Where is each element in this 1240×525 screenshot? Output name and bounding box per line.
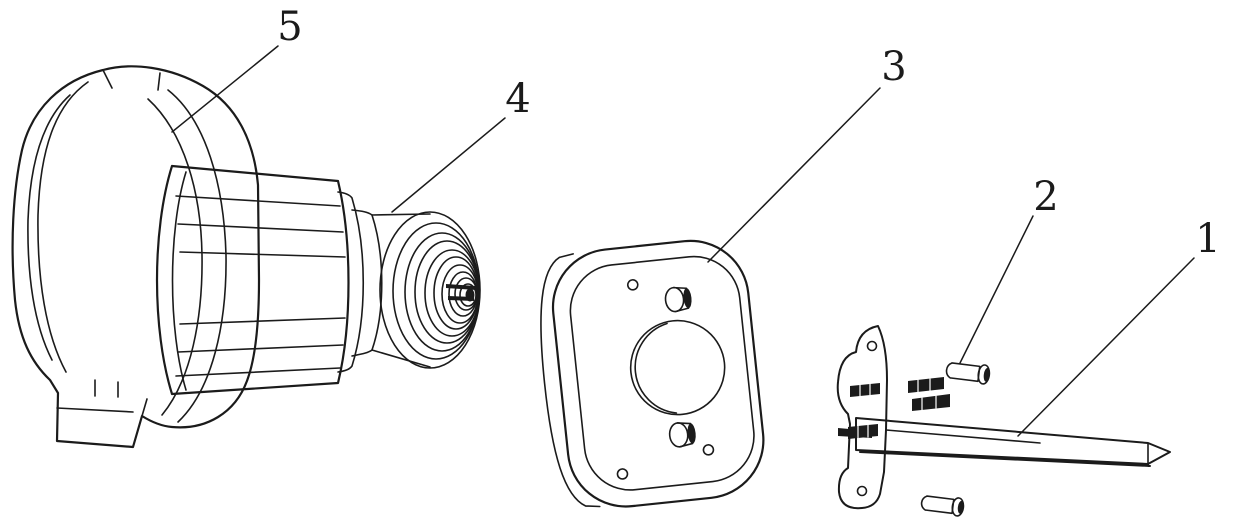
housing-top-lines [102, 69, 161, 91]
coil-shade-band [446, 284, 476, 301]
leader-line-2 [959, 215, 1034, 364]
plate-peg-top [664, 286, 692, 313]
part-1-blade-assembly [836, 325, 1171, 510]
plate-thickness-edge [540, 253, 601, 508]
part-3-mounting-plate [540, 239, 765, 508]
part-label-2: 2 [1033, 174, 1058, 220]
blade-outline [855, 417, 1171, 467]
leader-line-1 [1017, 257, 1195, 437]
housing-cylinder-edge [167, 89, 227, 423]
barrel-silhouette [155, 164, 350, 396]
part-label-5: 5 [277, 4, 302, 50]
bracket-hole-bottom [856, 485, 868, 497]
part-4-barrel [155, 164, 481, 396]
plate-center-hole [629, 319, 726, 416]
bracket-outline [836, 325, 888, 510]
plate-screw-hole [626, 279, 639, 291]
housing-flange-line [37, 81, 89, 373]
blade-edge-line [885, 429, 1149, 465]
housing-cylinder-edge [147, 98, 203, 416]
leader-lines [171, 45, 1195, 437]
part-label-3: 3 [881, 44, 906, 90]
part-2-pins [920, 362, 991, 517]
bracket-hole-top [866, 340, 878, 352]
barrel-left-rim [171, 171, 187, 391]
coil-rings [379, 211, 481, 369]
plate-screw-hole [616, 468, 629, 480]
leader-line-4 [391, 117, 506, 213]
clip-notch-lines [857, 378, 937, 439]
plate-peg-bottom [668, 422, 696, 448]
part-5-housing [11, 65, 261, 449]
blade-clip [850, 383, 880, 397]
barrel-facet-lines [175, 195, 346, 377]
plate-screw-hole [702, 444, 715, 456]
part-label-4: 4 [505, 76, 530, 122]
pin-upper [945, 362, 991, 385]
blade-slot [838, 428, 872, 438]
leader-line-3 [707, 87, 881, 263]
part-labels: 5 4 3 2 1 [277, 4, 1220, 262]
barrel-step-ring [337, 191, 383, 373]
housing-notch-lines [56, 379, 148, 417]
leader-line-5 [171, 45, 279, 133]
housing-flange-line [27, 94, 71, 361]
blade-clip [908, 377, 944, 393]
pin-lower [920, 495, 965, 517]
blade-clip [912, 394, 950, 411]
part-label-1: 1 [1195, 216, 1220, 262]
plate-center-hole-rim [634, 322, 678, 414]
